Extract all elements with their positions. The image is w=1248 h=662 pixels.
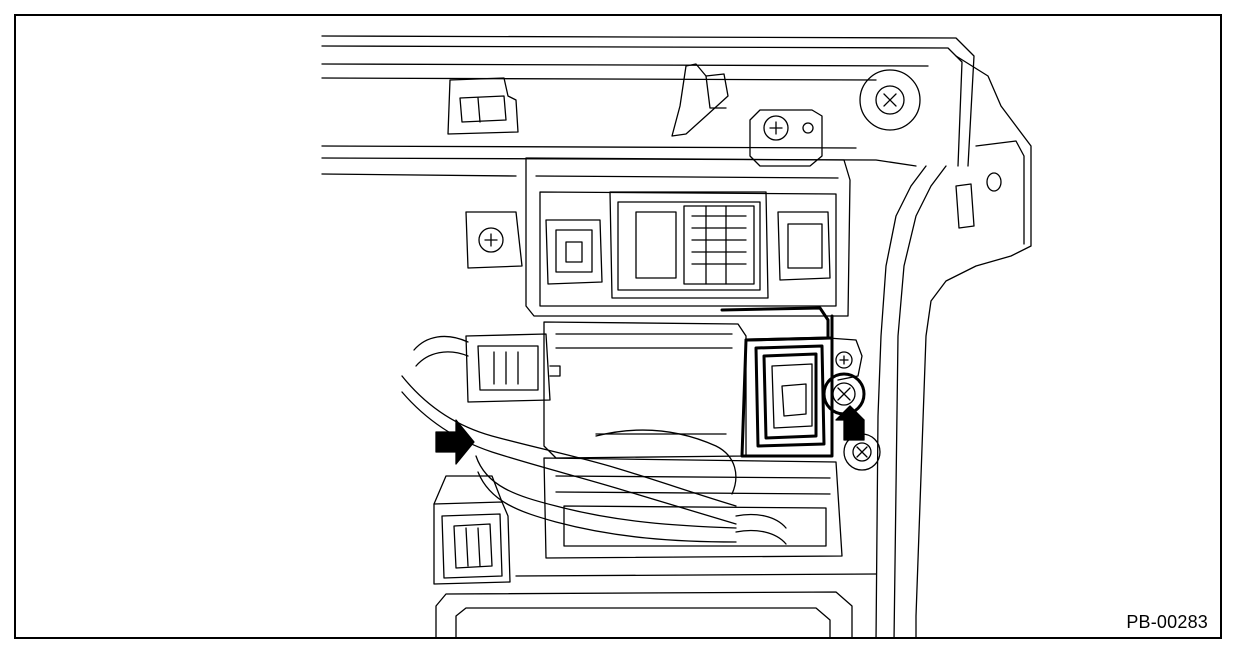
relay-box xyxy=(465,157,851,317)
control-module xyxy=(543,321,843,559)
left-connector xyxy=(465,333,561,403)
top-bracket xyxy=(671,63,823,167)
arrow-right xyxy=(435,419,475,465)
arrow-up-left xyxy=(835,405,865,441)
bottom-panel xyxy=(435,573,877,637)
component-illustration xyxy=(321,35,1032,637)
top-left-clip xyxy=(447,77,519,135)
side-pillar xyxy=(875,55,1032,637)
wiring-harness xyxy=(401,335,787,545)
highlighted-connector xyxy=(720,306,834,458)
dash-panel-top xyxy=(321,35,975,177)
circled-bolt xyxy=(822,372,866,416)
connector-detail xyxy=(771,337,863,429)
figure-frame: PB-00283 xyxy=(14,14,1222,639)
bottom-left-connector xyxy=(433,475,511,585)
top-screw-boss xyxy=(859,69,921,131)
figure-reference-code: PB-00283 xyxy=(1126,612,1208,632)
